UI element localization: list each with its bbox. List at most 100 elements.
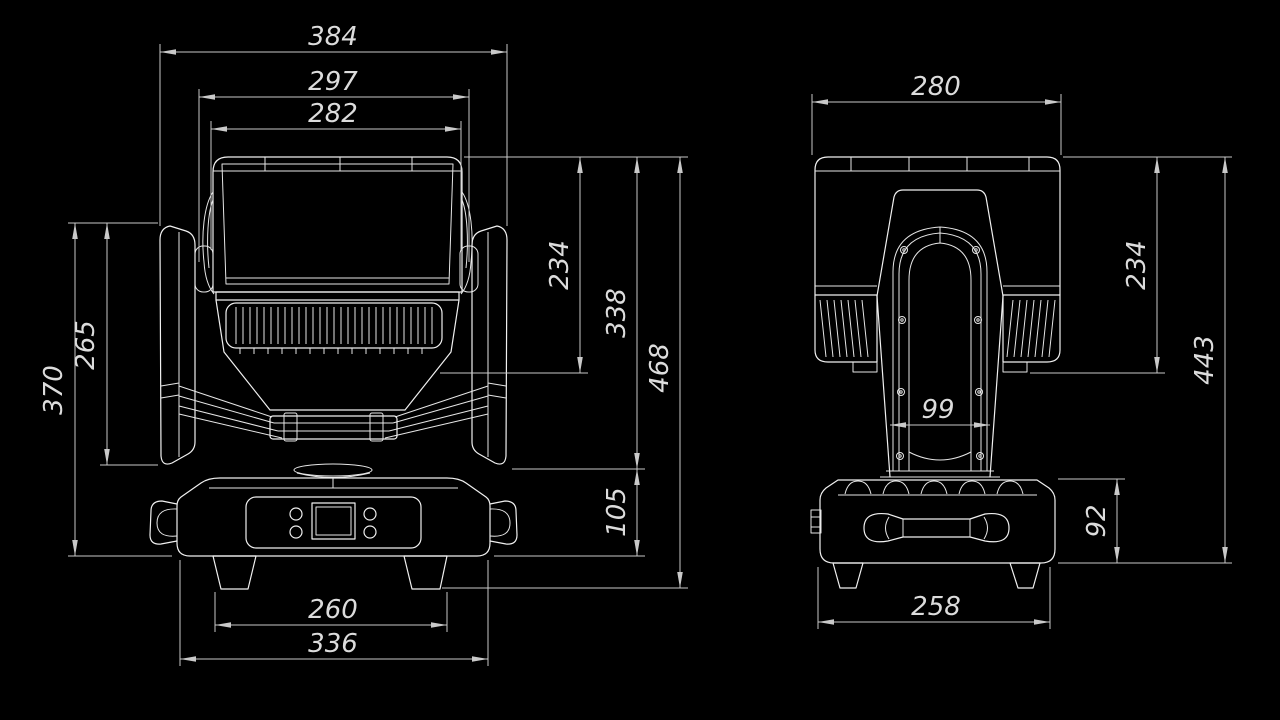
front-yoke-crossbar bbox=[269, 415, 398, 440]
extension-line bbox=[179, 560, 489, 666]
side-feet bbox=[832, 562, 1041, 589]
dim-front-head-to-base: 338 bbox=[512, 157, 645, 470]
front-head bbox=[194, 156, 479, 411]
dimension-value: 282 bbox=[308, 99, 358, 129]
screw-icon bbox=[896, 452, 904, 460]
side-connector-lines bbox=[811, 516, 821, 528]
front-left-foot bbox=[212, 555, 257, 590]
side-right-vent-box bbox=[1002, 294, 1061, 363]
screw-icon bbox=[972, 246, 980, 254]
front-yoke-clip-right bbox=[369, 412, 384, 442]
front-base-outline bbox=[176, 477, 491, 557]
extension-line bbox=[68, 222, 172, 557]
side-base-scallops bbox=[844, 480, 1024, 495]
dim-side-head-depth: 280 bbox=[811, 72, 1062, 155]
front-feet bbox=[212, 555, 448, 590]
front-right-handle-inner bbox=[489, 508, 511, 537]
extension-line bbox=[811, 94, 1062, 155]
front-display-inner bbox=[315, 506, 352, 536]
screw-icon bbox=[898, 316, 906, 324]
side-vents bbox=[814, 294, 1061, 373]
side-head bbox=[814, 156, 1061, 296]
side-left-foot bbox=[832, 562, 864, 589]
dimension-value: 336 bbox=[308, 629, 358, 659]
side-arm-bottom-plates bbox=[880, 470, 1000, 478]
front-base bbox=[149, 477, 518, 557]
screw-dot bbox=[974, 248, 978, 252]
side-head-outline bbox=[814, 156, 1061, 296]
side-right-foot bbox=[1009, 562, 1041, 589]
front-right-wing bbox=[460, 191, 473, 295]
front-yoke-clip-left bbox=[283, 412, 298, 442]
front-grille-fins bbox=[239, 348, 423, 354]
dim-front-base-height: 105 bbox=[494, 469, 645, 557]
front-pan-collar bbox=[293, 463, 373, 477]
dimension-value: 105 bbox=[602, 487, 632, 537]
front-left-hub bbox=[194, 245, 214, 293]
dimension-value: 265 bbox=[71, 320, 101, 370]
screw-icon bbox=[974, 316, 982, 324]
dimension-value: 234 bbox=[1122, 240, 1152, 290]
dimension-value: 443 bbox=[1190, 335, 1220, 385]
dimension-value: 280 bbox=[911, 72, 961, 102]
dimension-value: 468 bbox=[645, 343, 675, 393]
dim-front-head-width: 282 bbox=[210, 99, 462, 250]
extension-line bbox=[159, 44, 508, 226]
side-handle-inner bbox=[885, 516, 988, 540]
dim-front-arm-to-base: 370 bbox=[39, 222, 172, 557]
screw-icon bbox=[900, 246, 908, 254]
screw-dot bbox=[902, 248, 906, 252]
front-button-top-right bbox=[363, 507, 377, 521]
front-button-bottom-right bbox=[363, 525, 377, 539]
side-arm-taper-sides bbox=[876, 295, 1004, 478]
screw-dot bbox=[976, 318, 980, 322]
dim-side-base-depth: 258 bbox=[817, 567, 1051, 629]
front-yoke-bars bbox=[178, 385, 489, 439]
dim-front-base-width: 336 bbox=[179, 560, 489, 666]
side-base bbox=[810, 479, 1056, 564]
dim-front-lens-height: 234 bbox=[440, 157, 588, 374]
front-left-wing bbox=[202, 191, 215, 295]
front-head-outline bbox=[212, 156, 463, 293]
dimension-value: 234 bbox=[545, 240, 575, 290]
front-left-handle-inner bbox=[156, 508, 178, 537]
dimension-value: 99 bbox=[921, 395, 954, 425]
dimension-value: 338 bbox=[602, 288, 632, 338]
screw-icon bbox=[976, 452, 984, 460]
side-base-outline bbox=[819, 479, 1056, 564]
front-pan-collar-arc bbox=[296, 472, 371, 478]
side-arm-arc-inner bbox=[908, 242, 972, 471]
front-lens-frame bbox=[221, 163, 454, 285]
front-right-handle bbox=[489, 500, 518, 545]
front-left-handle bbox=[149, 500, 178, 545]
extension-line bbox=[210, 121, 462, 250]
front-yoke bbox=[159, 225, 508, 478]
screw-icon bbox=[897, 388, 905, 396]
screw-icon bbox=[975, 388, 983, 396]
front-view bbox=[149, 156, 518, 590]
screw-dot bbox=[899, 390, 903, 394]
front-button-bottom-left bbox=[289, 525, 303, 539]
dim-front-arm-height: 265 bbox=[71, 223, 158, 466]
dim-side-arm-width: 99 bbox=[890, 395, 990, 428]
front-control-panel bbox=[245, 496, 422, 549]
screw-dot bbox=[978, 454, 982, 458]
dimension-value: 384 bbox=[308, 22, 358, 52]
side-arm-arc-mid bbox=[898, 232, 982, 471]
dimension-value: 258 bbox=[911, 592, 961, 622]
screw-dot bbox=[898, 454, 902, 458]
front-yoke-crossbar-lines bbox=[274, 422, 393, 432]
front-base-top-inner bbox=[209, 478, 458, 489]
front-grille-slats bbox=[235, 307, 433, 344]
front-display-outer bbox=[311, 502, 356, 540]
front-grille-frame bbox=[225, 302, 443, 349]
side-arm-trapezoid bbox=[876, 189, 1004, 297]
screw-dot bbox=[977, 390, 981, 394]
dim-side-body-height: 443 bbox=[1058, 157, 1232, 564]
front-right-arm bbox=[471, 225, 508, 465]
side-arm-screws bbox=[896, 246, 984, 460]
front-grille bbox=[225, 302, 443, 354]
dim-front-overall-height: 468 bbox=[442, 157, 688, 589]
side-left-vent-slats bbox=[819, 299, 869, 358]
